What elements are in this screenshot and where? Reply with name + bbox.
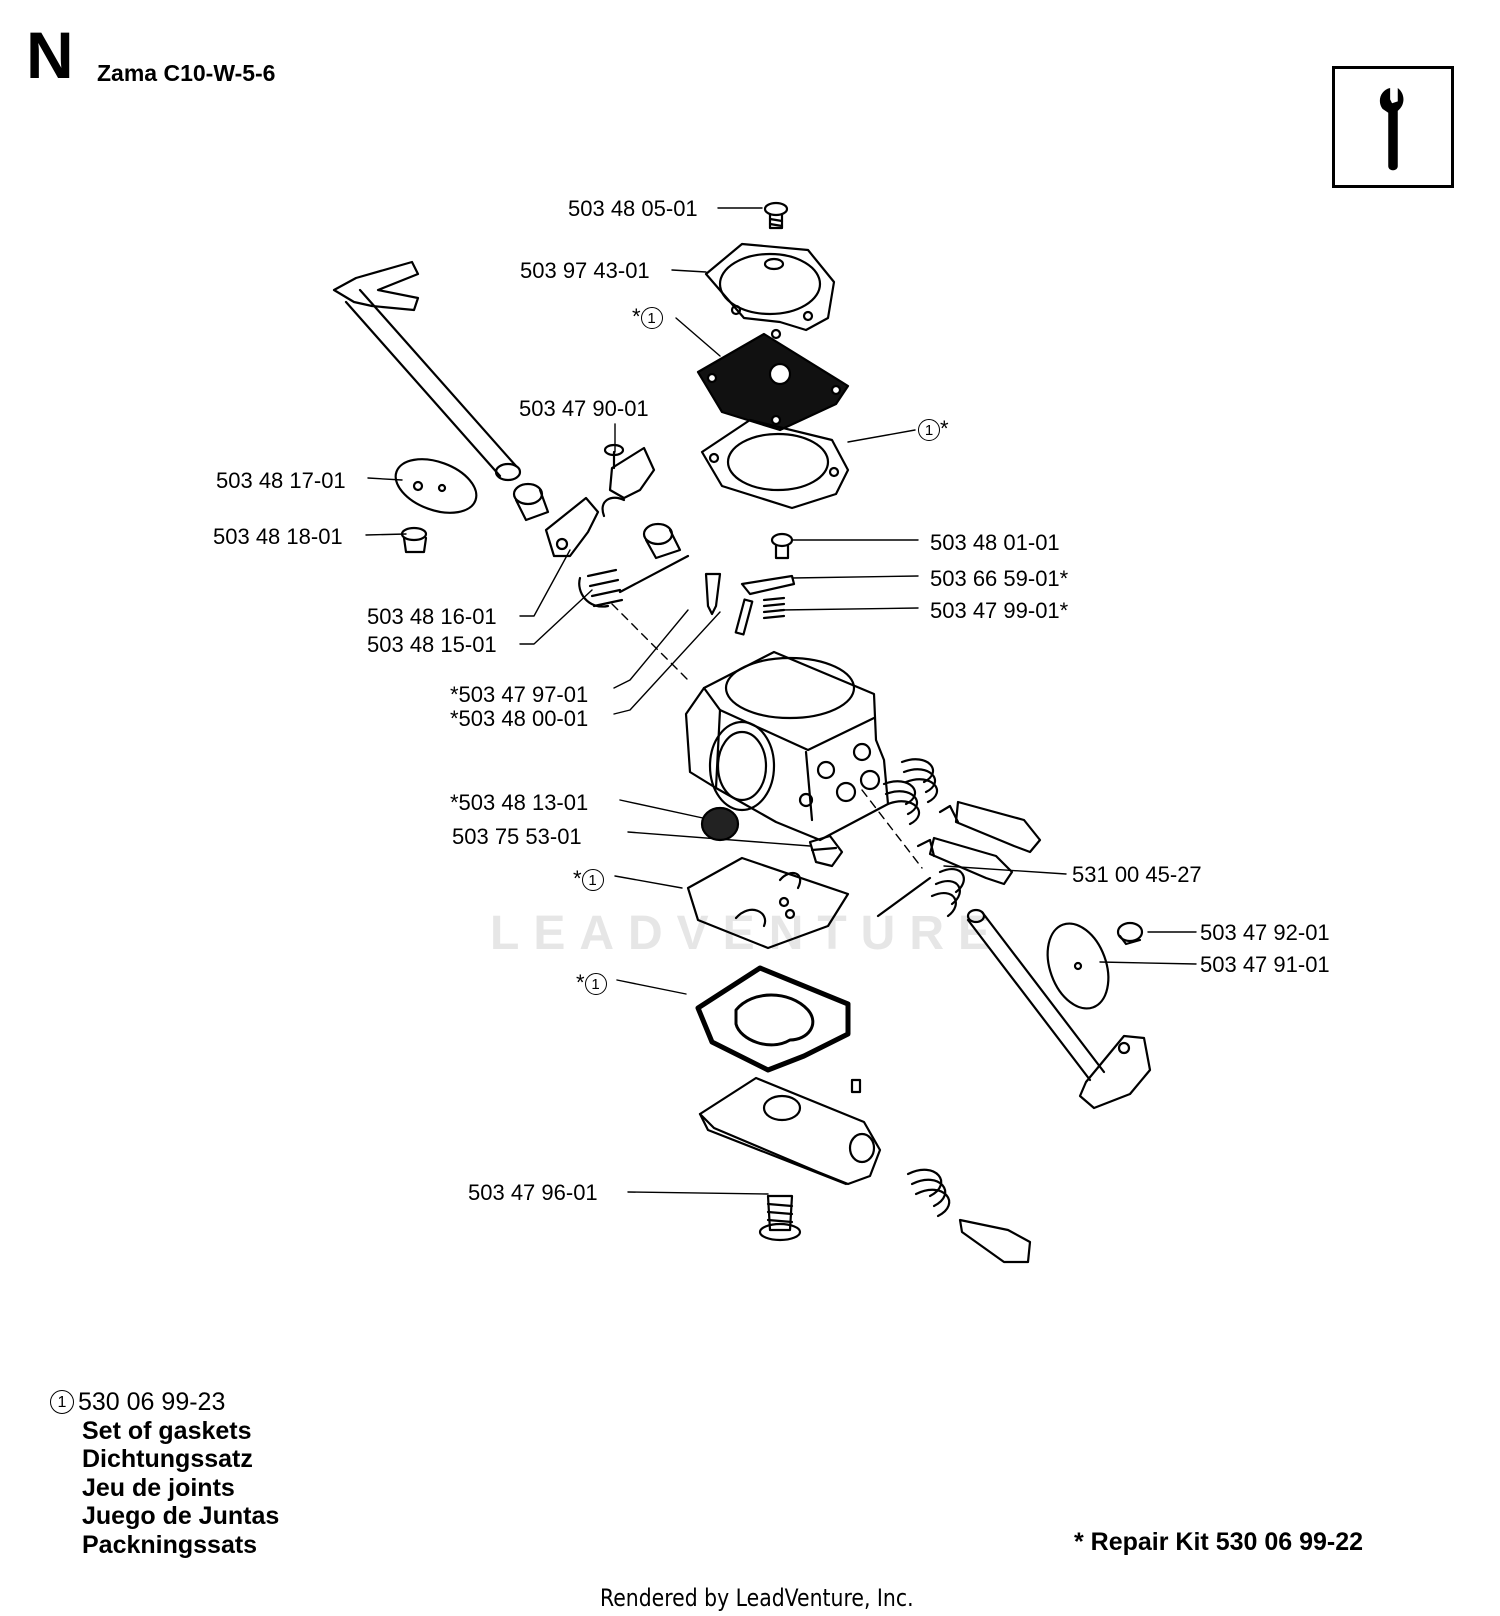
kit-name-de: Dichtungssatz [82, 1445, 253, 1473]
wrench-icon [1379, 88, 1404, 171]
callout-503-66-59-01: 503 66 59-01* [930, 566, 1069, 591]
model-title: Zama C10-W-5-6 [97, 60, 276, 86]
part-screw-top [763, 201, 789, 230]
kit-name-es: Juego de Juntas [82, 1502, 280, 1530]
kit-circle-marker: 1 [584, 973, 607, 996]
kit-circle-marker: 1 [50, 1390, 74, 1414]
part-throttle-shaft [332, 260, 522, 482]
part-screw-throttle [400, 526, 428, 554]
callout-503-48-05-01: 503 48 05-01 [568, 196, 698, 221]
callout-gasket-kit-ref: *1 [632, 306, 663, 330]
callout-503-48-17-01: 503 48 17-01 [216, 468, 346, 493]
part-fuel-screen [700, 806, 844, 868]
kit-name-en: Set of gaskets [82, 1416, 252, 1445]
callout-503-47-92-01: 503 47 92-01 [1200, 920, 1330, 945]
part-throttle-plate [394, 458, 478, 514]
callout-531-00-45-27: 531 00 45-27 [1072, 862, 1202, 887]
part-carburetor-body [684, 650, 890, 842]
callout-503-47-96-01: 503 47 96-01 [468, 1180, 598, 1205]
callout-gasket-kit-ref: *1 [576, 972, 607, 996]
assembly-axes [611, 603, 923, 869]
kit-circle-marker: 1 [581, 869, 604, 892]
part-choke-plate [1046, 921, 1144, 1010]
kit-circle-marker: 1 [640, 307, 663, 330]
callout-503-48-15-01: 503 48 15-01 [367, 632, 497, 657]
callout-503-47-91-01: 503 47 91-01 [1200, 952, 1330, 977]
part-gasket-upper [700, 418, 850, 510]
part-inlet-needle [704, 532, 796, 636]
callout-503-97-43-01: 503 97 43-01 [520, 258, 650, 283]
callout-gasket-kit-ref: *1 [573, 868, 604, 892]
repair-kit-note: * Repair Kit 530 06 99-22 [1074, 1528, 1364, 1556]
section-letter: N [26, 18, 74, 92]
leader-lines [365, 207, 1197, 1195]
watermark: LEADVENTURE [490, 907, 1005, 960]
part-metering-diaphragm [696, 332, 850, 432]
part-pump-cover [698, 1076, 882, 1186]
part-mixture-needles [882, 758, 1042, 886]
part-metering-cover [704, 242, 836, 340]
callout-503-47-90-01: 503 47 90-01 [519, 396, 649, 421]
callout-503-48-00-01: *503 48 00-01 [450, 706, 589, 731]
callout-503-75-53-01: 503 75 53-01 [452, 824, 582, 849]
part-pump-gasket [695, 965, 851, 1073]
part-torsion-spring [578, 554, 690, 608]
tool-box [1332, 66, 1454, 188]
callout-503-48-01-01: 503 48 01-01 [930, 530, 1060, 555]
kit-part-number: 530 06 99-23 [78, 1388, 226, 1416]
part-bushings [512, 482, 682, 560]
kit-name-fr: Jeu de joints [82, 1473, 235, 1502]
part-choke-shaft [876, 868, 1152, 1110]
callout-503-47-97-01: *503 47 97-01 [450, 682, 589, 707]
part-pump-diaphragm [686, 856, 850, 950]
footer-credit: Rendered by LeadVenture, Inc. [600, 1584, 914, 1612]
part-screw-bottom [758, 1194, 802, 1242]
callout-503-48-16-01: 503 48 16-01 [367, 604, 497, 629]
kit-name-sv: Packningssats [82, 1530, 258, 1559]
part-throttle-lever [544, 443, 656, 558]
callout-gasket-kit-ref: 1* [918, 418, 949, 442]
callout-503-48-13-01: *503 48 13-01 [450, 790, 589, 815]
part-idle-screw [906, 1168, 1032, 1264]
kit-circle-marker: 1 [918, 419, 940, 442]
callout-503-48-18-01: 503 48 18-01 [213, 524, 343, 549]
callout-503-47-99-01: 503 47 99-01* [930, 598, 1069, 623]
